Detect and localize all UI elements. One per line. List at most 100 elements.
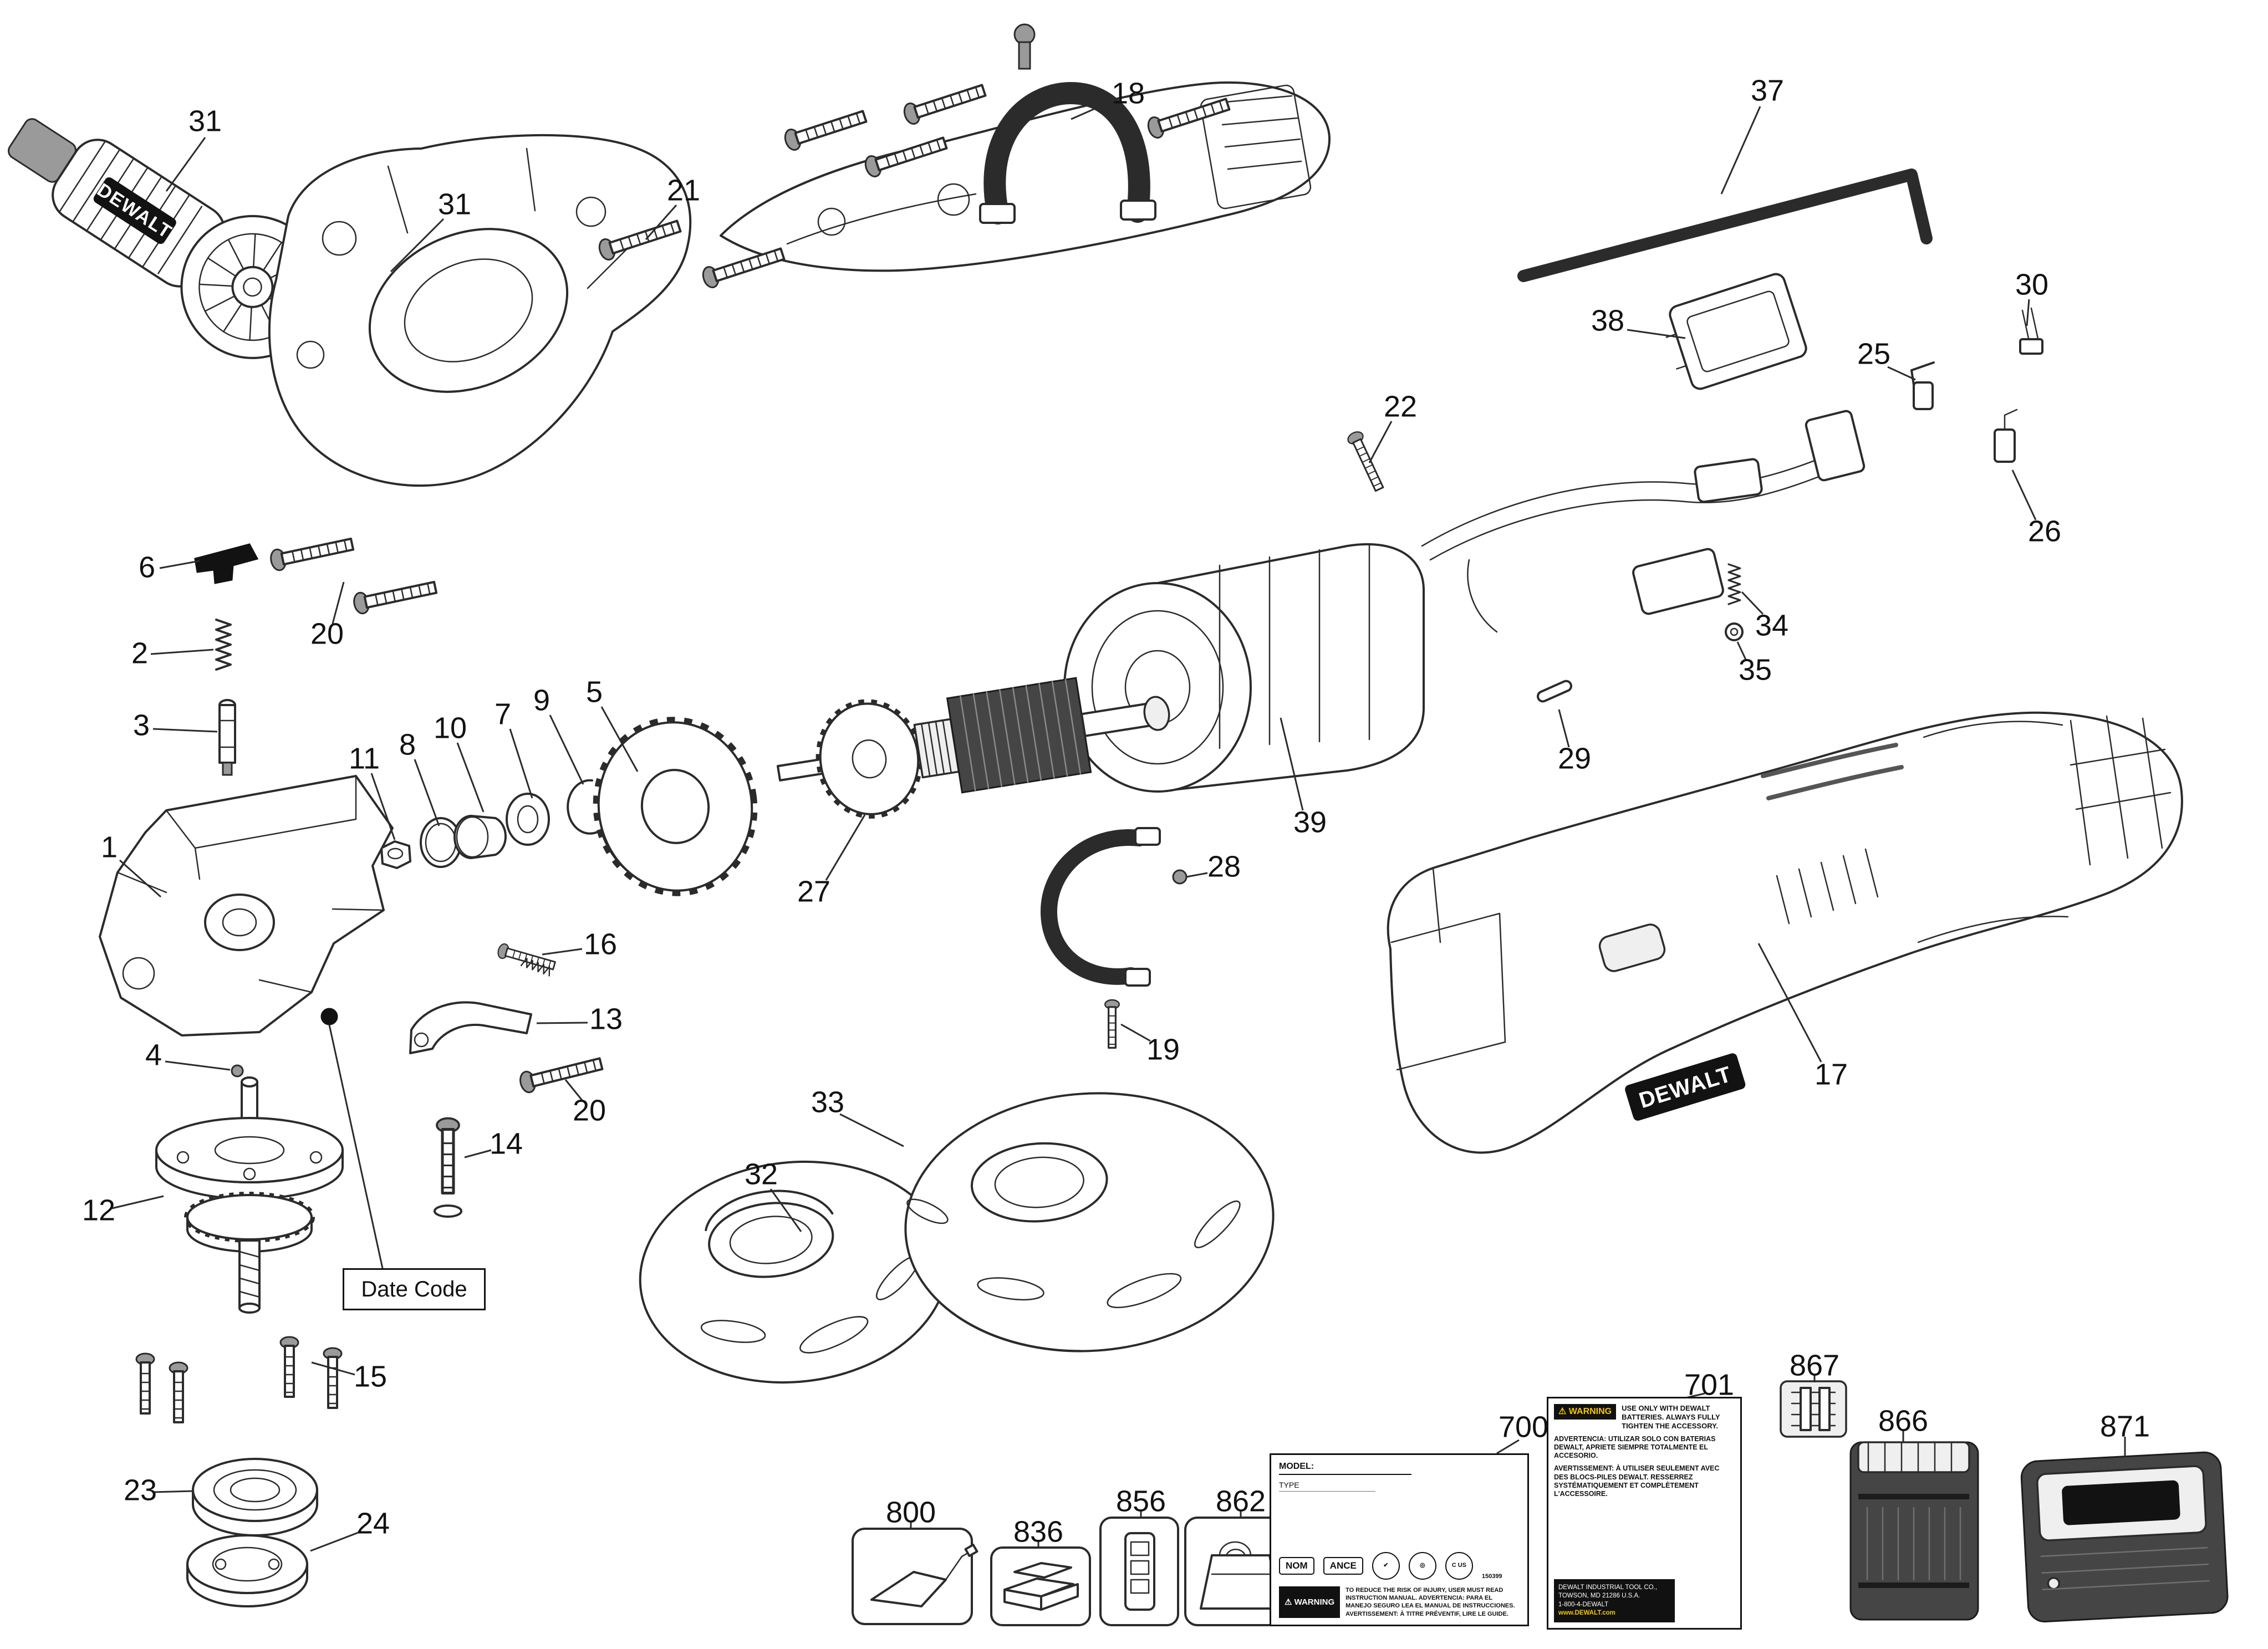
- leader-line-700: [1496, 1439, 1520, 1454]
- part-callout-37-4: 37: [1751, 74, 1784, 107]
- csa-mark: C US: [1445, 1551, 1473, 1580]
- leader-line-15: [311, 1361, 355, 1376]
- part-callout-701-41: 701: [1684, 1368, 1734, 1401]
- part-callout-12-33: 12: [82, 1193, 115, 1227]
- part-callout-1-26: 1: [101, 830, 118, 864]
- part-callout-9-19: 9: [533, 683, 550, 717]
- part-callout-31-1: 31: [438, 187, 471, 221]
- date-code-leader-line: [328, 1024, 384, 1269]
- battery-warning-en: USE ONLY WITH DEWALT BATTERIES. ALWAYS F…: [1622, 1404, 1720, 1430]
- part-callout-27-24: 27: [797, 875, 830, 908]
- leader-line-37: [1720, 106, 1761, 195]
- part-callout-6-10: 6: [139, 550, 155, 584]
- part-callout-8-22: 8: [399, 728, 416, 761]
- leader-line-26: [2011, 469, 2037, 520]
- artwork-layer: DEWALT: [8, 23, 2229, 1626]
- battery-warning-fr: AVERTISSEMENT: À UTILISER SEULEMENT AVEC…: [1554, 1464, 1720, 1498]
- part-callout-19-30: 19: [1146, 1033, 1180, 1066]
- fasteners-right-drawing: [1345, 428, 1744, 703]
- wiring-harness-drawing: [1421, 410, 1866, 633]
- flange-drawing: [192, 1458, 318, 1536]
- bracket-38-drawing: [1665, 273, 1807, 390]
- ance-mark: ANCE: [1323, 1556, 1363, 1575]
- certification-seal-icon: ✔: [1372, 1551, 1400, 1580]
- leader-line-35: [1736, 641, 1747, 661]
- part-callout-33-35: 33: [811, 1085, 844, 1119]
- part-callout-14-32: 14: [490, 1127, 523, 1160]
- date-code-label: Date Code: [361, 1277, 467, 1301]
- armature-drawing: [776, 677, 1170, 819]
- date-code-box: Date Code: [343, 1268, 486, 1310]
- nameplate-model-text: MODEL:: [1279, 1462, 1411, 1475]
- part-callout-34-14: 34: [1755, 609, 1788, 642]
- leader-line-1: [119, 859, 161, 898]
- part-callout-10-21: 10: [434, 711, 467, 744]
- handle-clamp-drawing: [979, 23, 1156, 224]
- part-callout-22-9: 22: [1384, 390, 1417, 423]
- part-callout-24-39: 24: [356, 1507, 390, 1540]
- accessory-box-800: [852, 1528, 978, 1625]
- part-callout-28-25: 28: [1207, 850, 1241, 883]
- manufacturer-info: DEWALT INDUSTRIAL TOOL CO., TOWSON, MD 2…: [1554, 1579, 1675, 1622]
- part-callout-11-23: 11: [349, 742, 380, 775]
- part-callout-20-31: 20: [573, 1094, 606, 1127]
- leader-line-4: [165, 1060, 231, 1071]
- battery-pack-drawing: [1849, 1441, 1979, 1621]
- accessory-box-856: [1099, 1517, 1179, 1626]
- part-callout-700-40: 700: [1499, 1410, 1548, 1443]
- part-callout-4-29: 4: [145, 1038, 162, 1071]
- leader-line-6: [159, 560, 200, 569]
- leader-line-29: [1558, 709, 1570, 748]
- leader-line-14: [464, 1149, 492, 1158]
- housing-clamshell-left-drawing: [268, 134, 692, 487]
- part-callout-29-16: 29: [1558, 742, 1591, 775]
- leader-line-7: [509, 728, 533, 799]
- part-callout-867-42: 867: [1790, 1349, 1839, 1382]
- leader-line-16: [542, 948, 583, 956]
- part-callout-32-36: 32: [745, 1157, 778, 1191]
- part-callout-21-2: 21: [667, 173, 700, 207]
- part-callout-18-3: 18: [1112, 76, 1145, 110]
- fan-baffle-drawing: [593, 717, 758, 896]
- leader-line-27: [825, 814, 866, 881]
- website-url: www.DEWALT.com: [1558, 1610, 1615, 1617]
- part-callout-38-5: 38: [1591, 304, 1624, 337]
- part-callout-871-44: 871: [2100, 1410, 2150, 1443]
- date-code-dot: [320, 1008, 338, 1025]
- part-callout-5-18: 5: [586, 675, 603, 708]
- leader-line-17: [1757, 943, 1822, 1063]
- company-address: DEWALT INDUSTRIAL TOOL CO., TOWSON, MD 2…: [1558, 1584, 1658, 1600]
- leader-line-24: [310, 1531, 359, 1552]
- part-callout-2-12: 2: [131, 636, 148, 670]
- part-callout-3-13: 3: [133, 708, 150, 742]
- nameplate-warning-text: TO REDUCE THE RISK OF INJURY, USER MUST …: [1345, 1586, 1515, 1617]
- guard-32-drawing: [639, 1160, 949, 1384]
- leader-line-9: [549, 714, 584, 785]
- leader-line-18: [1071, 101, 1109, 120]
- part-callout-7-20: 7: [495, 697, 511, 731]
- leader-line-8: [414, 759, 440, 826]
- part-callout-17-34: 17: [1815, 1058, 1848, 1091]
- battery-warning-es: ADVERTENCIA: UTILIZAR SOLO CON BATERIAS …: [1554, 1434, 1716, 1460]
- leader-line-31: [390, 218, 445, 273]
- motor-field-drawing: [1063, 543, 1425, 793]
- leader-line-5: [600, 706, 639, 772]
- part-callout-31-0: 31: [188, 104, 222, 137]
- leader-line-38: [1627, 329, 1686, 339]
- warning-chip: ⚠ WARNING: [1279, 1586, 1341, 1618]
- gear-case-drawing: [99, 775, 394, 1037]
- phone-number: 1-800-4-DEWALT: [1558, 1601, 1609, 1608]
- nom-mark: NOM: [1279, 1556, 1314, 1575]
- leader-line-34: [1741, 591, 1764, 615]
- leader-line-12: [111, 1195, 164, 1209]
- band-clamp-drawing: [1040, 827, 1187, 1049]
- leader-line-20: [332, 581, 345, 624]
- leader-line-22: [1368, 421, 1393, 463]
- part-callout-13-28: 13: [589, 1002, 623, 1035]
- leader-line-19: [1120, 1023, 1151, 1042]
- part-callout-20-11: 20: [310, 617, 344, 650]
- leader-line-2: [150, 649, 214, 655]
- part-callout-35-15: 35: [1739, 653, 1772, 686]
